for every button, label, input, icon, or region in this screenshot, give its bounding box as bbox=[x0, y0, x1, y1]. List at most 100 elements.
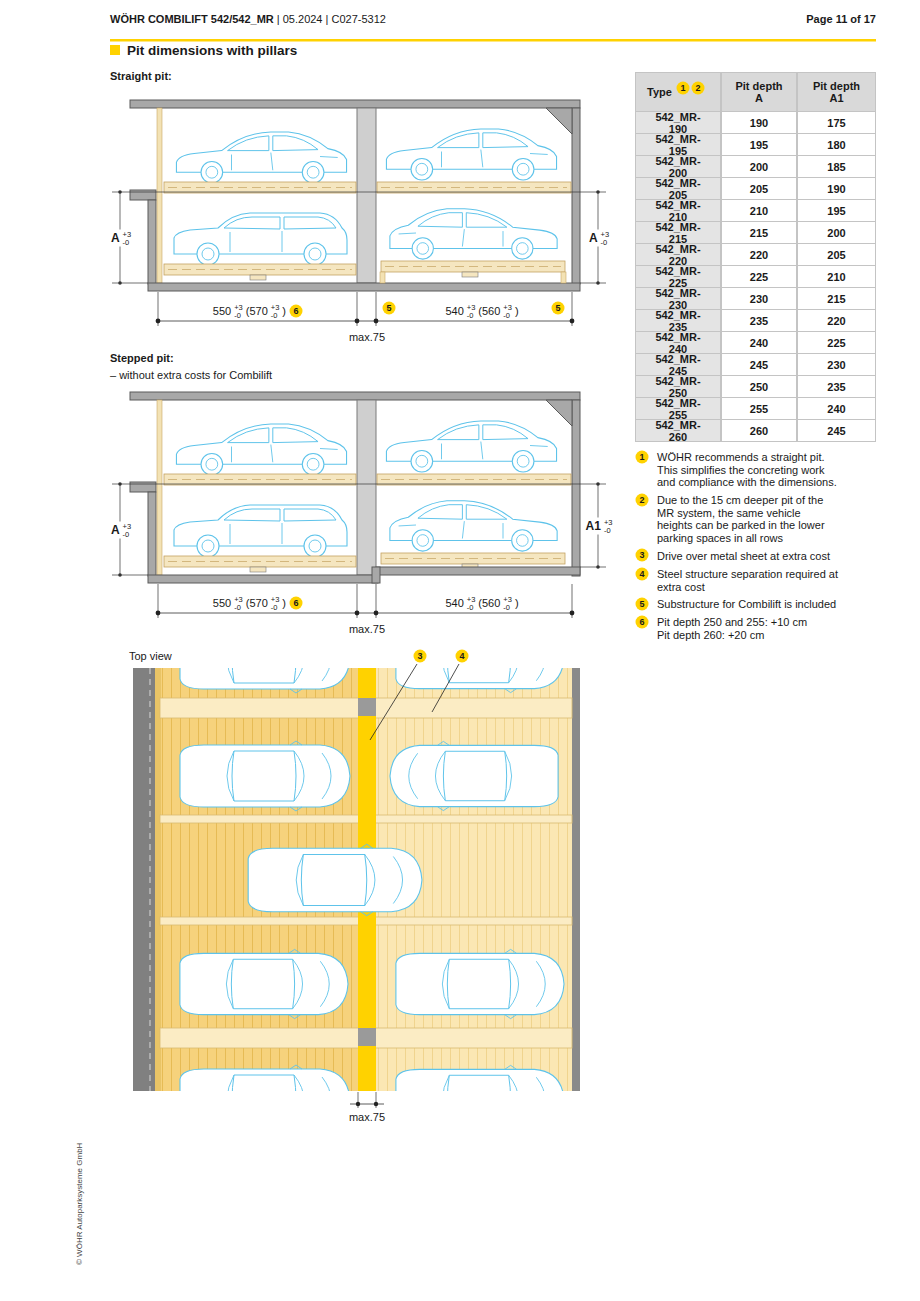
callout-number: 1 bbox=[636, 451, 649, 464]
tolerance-value: +3 bbox=[503, 596, 512, 604]
table-cell-text: 225 bbox=[827, 337, 845, 349]
tolerance-value: -0 bbox=[503, 311, 512, 319]
table-cell: 215 bbox=[797, 287, 876, 310]
dimension-value: ) bbox=[282, 597, 286, 610]
tolerance-value: -0 bbox=[604, 526, 613, 534]
callout-text: 2 bbox=[639, 496, 644, 505]
illustration-part bbox=[356, 1102, 360, 1106]
text-label: Top view bbox=[129, 650, 172, 663]
dimension-value: WÖHR COMBILIFT 542/542_MR bbox=[110, 13, 274, 26]
table-cell-text: 542_MR-195 bbox=[651, 133, 705, 157]
table-cell: 220 bbox=[797, 309, 876, 332]
table-cell-text: 220 bbox=[827, 315, 845, 327]
table-cell: 542_MR-230 bbox=[635, 287, 721, 310]
table-cell: 225 bbox=[797, 331, 876, 354]
callout-text: 4 bbox=[639, 570, 644, 579]
page-title: Pit dimensions with pillars bbox=[127, 43, 297, 59]
dimension-value: ) bbox=[515, 305, 519, 318]
dimension-value: 550 bbox=[213, 305, 231, 318]
dimension-letter: A1 bbox=[586, 520, 601, 533]
illustration-part bbox=[180, 741, 350, 811]
tolerance-value: -0 bbox=[234, 311, 243, 319]
table-cell: 200 bbox=[721, 155, 797, 178]
tolerance-value: -0 bbox=[271, 603, 280, 611]
illustration-part bbox=[370, 664, 417, 740]
table-cell: 210 bbox=[721, 199, 797, 222]
text-label: Straight pit: bbox=[110, 70, 172, 83]
table-cell: 215 bbox=[721, 221, 797, 244]
dimension-label: 550+3-0(570+3-0) bbox=[213, 304, 286, 319]
callout-text: 6 bbox=[639, 618, 644, 627]
table-cell: 180 bbox=[797, 133, 876, 156]
table-cell: 235 bbox=[797, 375, 876, 398]
table-cell-text: 255 bbox=[750, 403, 768, 415]
illustration-part bbox=[110, 45, 120, 55]
table-cell-text: 542_MR-250 bbox=[651, 375, 705, 399]
dimension-value: (560 bbox=[478, 305, 500, 318]
callout-number: 5 bbox=[636, 598, 649, 611]
table-cell: Pit depth A1 bbox=[797, 72, 876, 112]
table-cell-text: 215 bbox=[750, 227, 768, 239]
callout-number: 6 bbox=[290, 597, 303, 610]
note-text: Pit depth 250 and 255: +10 cm Pit depth … bbox=[657, 616, 815, 641]
tolerance-value: -0 bbox=[123, 238, 132, 246]
illustration-part bbox=[160, 698, 572, 718]
dimension-label: A1+3-0 bbox=[584, 518, 615, 535]
table-cell-text: 542_MR-245 bbox=[651, 353, 705, 377]
tolerance: +3-0 bbox=[503, 304, 512, 319]
table-cell: 235 bbox=[721, 309, 797, 332]
table-cell: 542_MR-250 bbox=[635, 375, 721, 398]
table-cell-text: 240 bbox=[827, 403, 845, 415]
table-cell-text: 175 bbox=[827, 117, 845, 129]
table-cell-text: 245 bbox=[827, 425, 845, 437]
table-cell-text: 210 bbox=[827, 271, 845, 283]
table-cell-text: Pit depth A1 bbox=[810, 80, 864, 104]
table-cell: 205 bbox=[797, 243, 876, 266]
illustration-part bbox=[380, 272, 385, 283]
callout-text: 6 bbox=[293, 307, 298, 316]
table-cell: 240 bbox=[721, 331, 797, 354]
dimension-letter: A bbox=[111, 232, 120, 245]
table-cell-text: 250 bbox=[750, 381, 768, 393]
dimension-label: A+3-0 bbox=[109, 230, 133, 247]
illustration-part bbox=[358, 1028, 376, 1046]
illustration-part bbox=[580, 283, 606, 284]
illustration-part bbox=[396, 949, 564, 1018]
table-cell-text: 542_MR-215 bbox=[651, 221, 705, 245]
tolerance: +3-0 bbox=[503, 596, 512, 611]
illustration-part bbox=[180, 949, 348, 1018]
callout-number: 6 bbox=[636, 616, 649, 629]
text-label: max.75 bbox=[349, 331, 385, 344]
callout-number: 5 bbox=[552, 302, 565, 315]
tolerance-value: -0 bbox=[467, 311, 476, 319]
callout-text: 1 bbox=[680, 84, 685, 93]
dimension-value: ) bbox=[515, 597, 519, 610]
table-cell: 542_MR-195 bbox=[635, 133, 721, 156]
illustration-part bbox=[160, 1028, 572, 1048]
table-cell: 542_MR-235 bbox=[635, 309, 721, 332]
illustration-part bbox=[148, 283, 580, 291]
dimension-label: A+3-0 bbox=[587, 230, 611, 247]
tolerance-value: +3 bbox=[234, 304, 243, 312]
tolerance-value: +3 bbox=[271, 596, 280, 604]
table-cell-text: Type bbox=[647, 86, 672, 98]
dimension-label: 540+3-0(560+3-0) bbox=[445, 596, 518, 611]
illustration-part bbox=[350, 1104, 384, 1105]
table-cell: 195 bbox=[721, 133, 797, 156]
illustration-part bbox=[596, 190, 600, 194]
tolerance-value: -0 bbox=[123, 530, 132, 538]
table-cell: 542_MR-200 bbox=[635, 155, 721, 178]
dimension-letter: A bbox=[111, 524, 120, 537]
illustration-part bbox=[150, 668, 151, 1091]
table-cell-text: 260 bbox=[750, 425, 768, 437]
table-cell: 542_MR-215 bbox=[635, 221, 721, 244]
table-cell: 542_MR-205 bbox=[635, 177, 721, 200]
tolerance-value: -0 bbox=[271, 311, 280, 319]
table-cell: 205 bbox=[721, 177, 797, 200]
table-cell: 245 bbox=[721, 353, 797, 376]
tolerance-value: +3 bbox=[123, 523, 132, 531]
table-cell: 225 bbox=[721, 265, 797, 288]
table-cell: 185 bbox=[797, 155, 876, 178]
table-cell-text: 185 bbox=[827, 161, 845, 173]
table-cell-text: 542_MR-220 bbox=[651, 243, 705, 267]
